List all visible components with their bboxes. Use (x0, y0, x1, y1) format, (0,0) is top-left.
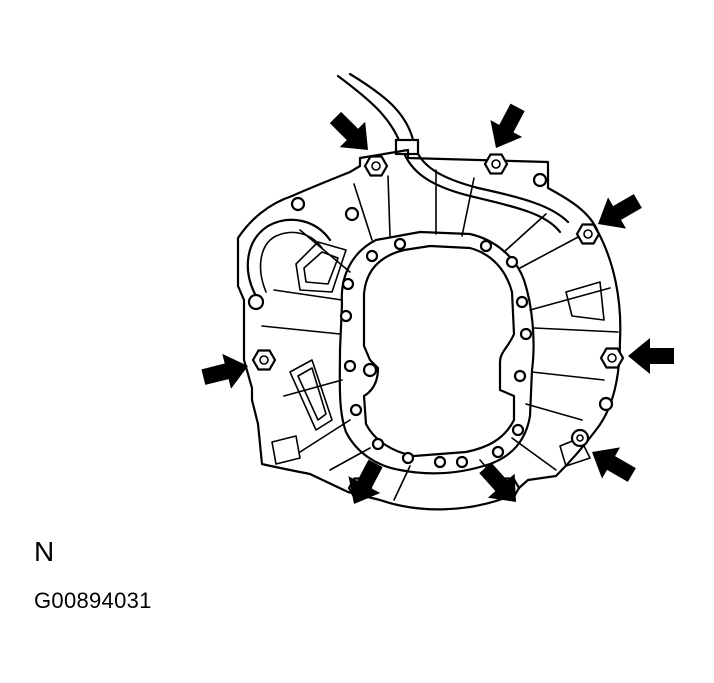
callout-arrow-icon (628, 338, 674, 374)
callout-arrow-icon (338, 454, 392, 513)
figure-code: G00894031 (34, 588, 152, 613)
callout-arrow-icon (322, 104, 381, 163)
view-direction-label: N (34, 536, 55, 567)
bolt-head-icon (575, 223, 601, 245)
gasket-flange (338, 230, 535, 475)
bolt-head-icon (363, 155, 389, 177)
bolt-head-icon (483, 153, 509, 175)
wire-harness (336, 72, 570, 234)
callout-arrow-icon (583, 436, 641, 491)
callout-arrow-icon (480, 98, 534, 157)
flange-bolt-holes (247, 172, 614, 469)
small-bolt-icon (570, 428, 590, 448)
housing-details (271, 241, 605, 467)
bolt-head-icon (599, 347, 625, 369)
bolt-head-icon (251, 349, 277, 371)
